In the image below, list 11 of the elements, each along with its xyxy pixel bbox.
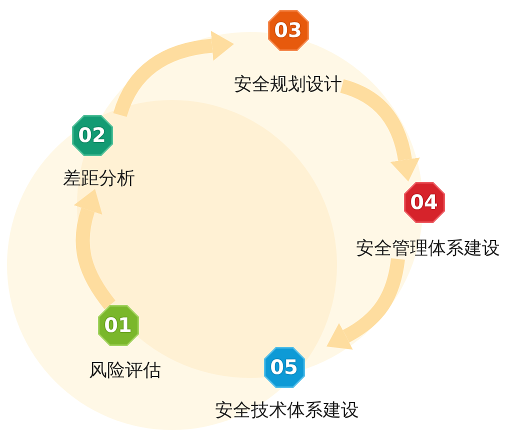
number-badge: 03 — [268, 10, 308, 50]
step-label: 安全规划设计 — [234, 75, 342, 95]
step-label: 差距分析 — [63, 169, 135, 189]
arrow — [340, 79, 420, 182]
arrow — [74, 188, 116, 310]
step-label: 安全技术体系建设 — [215, 401, 359, 421]
step-label: 风险评估 — [89, 361, 161, 381]
step-label: 安全管理体系建设 — [356, 239, 500, 259]
arrow — [326, 258, 405, 350]
arrow — [113, 30, 234, 118]
number-badge: 04 — [404, 182, 444, 222]
